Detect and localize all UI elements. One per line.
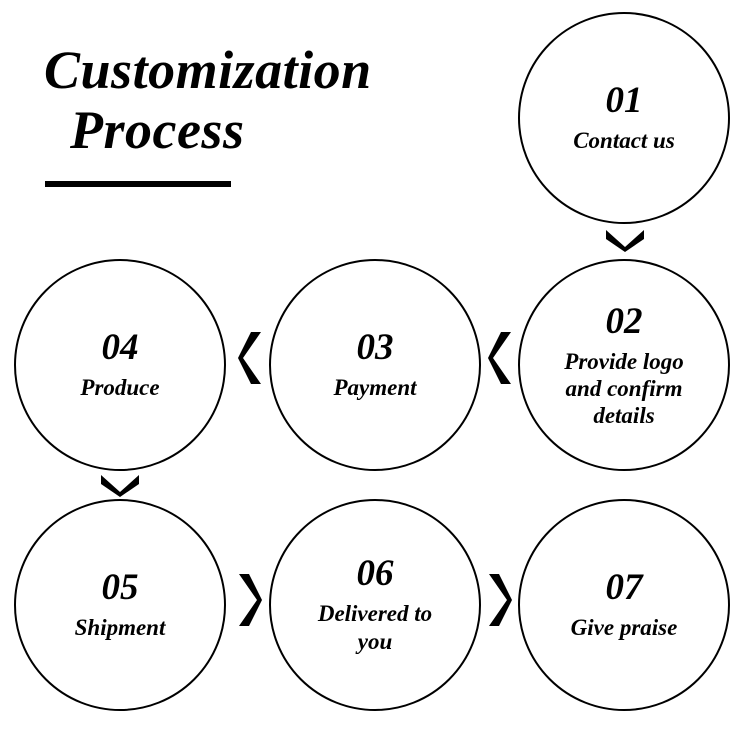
step-label-02: Provide logo and confirm details [564,348,684,428]
step-number-02: 02 [605,300,643,342]
step-number-04: 04 [101,327,139,368]
step-circle-01[interactable]: 01 Contact us [518,12,730,224]
step-number-05: 05 [101,567,139,608]
step-label-03: Payment [333,375,417,400]
step-circle-02[interactable]: 02 Provide logo and confirm details [518,259,730,471]
arrow-06-to-07-chevron-right-icon [487,572,513,628]
step-number-01: 01 [605,80,643,121]
page-title-line-2: Process [70,100,245,160]
step-label-01: Contact us [573,128,675,153]
step-number-03: 03 [356,327,394,368]
step-circle-05[interactable]: 05 Shipment [14,499,226,711]
arrow-04-to-05-chevron-down-icon [99,473,141,499]
step-label-07: Give praise [570,615,678,640]
step-circle-04[interactable]: 04 Produce [14,259,226,471]
step-label-04: Produce [80,375,160,400]
step-circle-03[interactable]: 03 Payment [269,259,481,471]
step-circle-07[interactable]: 07 Give praise [518,499,730,711]
page-title-line-1: Customization [44,40,372,100]
step-number-06: 06 [356,553,394,594]
step-label-05: Shipment [74,615,166,640]
step-number-07: 07 [605,567,643,608]
title-underline-bar [45,181,231,187]
arrow-01-to-02-chevron-down-icon [604,228,646,254]
arrow-02-to-03-chevron-left-icon [487,330,513,386]
step-label-06: Delivered to you [317,601,433,654]
page-title: Customization Process [44,40,484,160]
arrow-05-to-06-chevron-right-icon [237,572,263,628]
arrow-03-to-04-chevron-left-icon [237,330,263,386]
step-circle-06[interactable]: 06 Delivered to you [269,499,481,711]
